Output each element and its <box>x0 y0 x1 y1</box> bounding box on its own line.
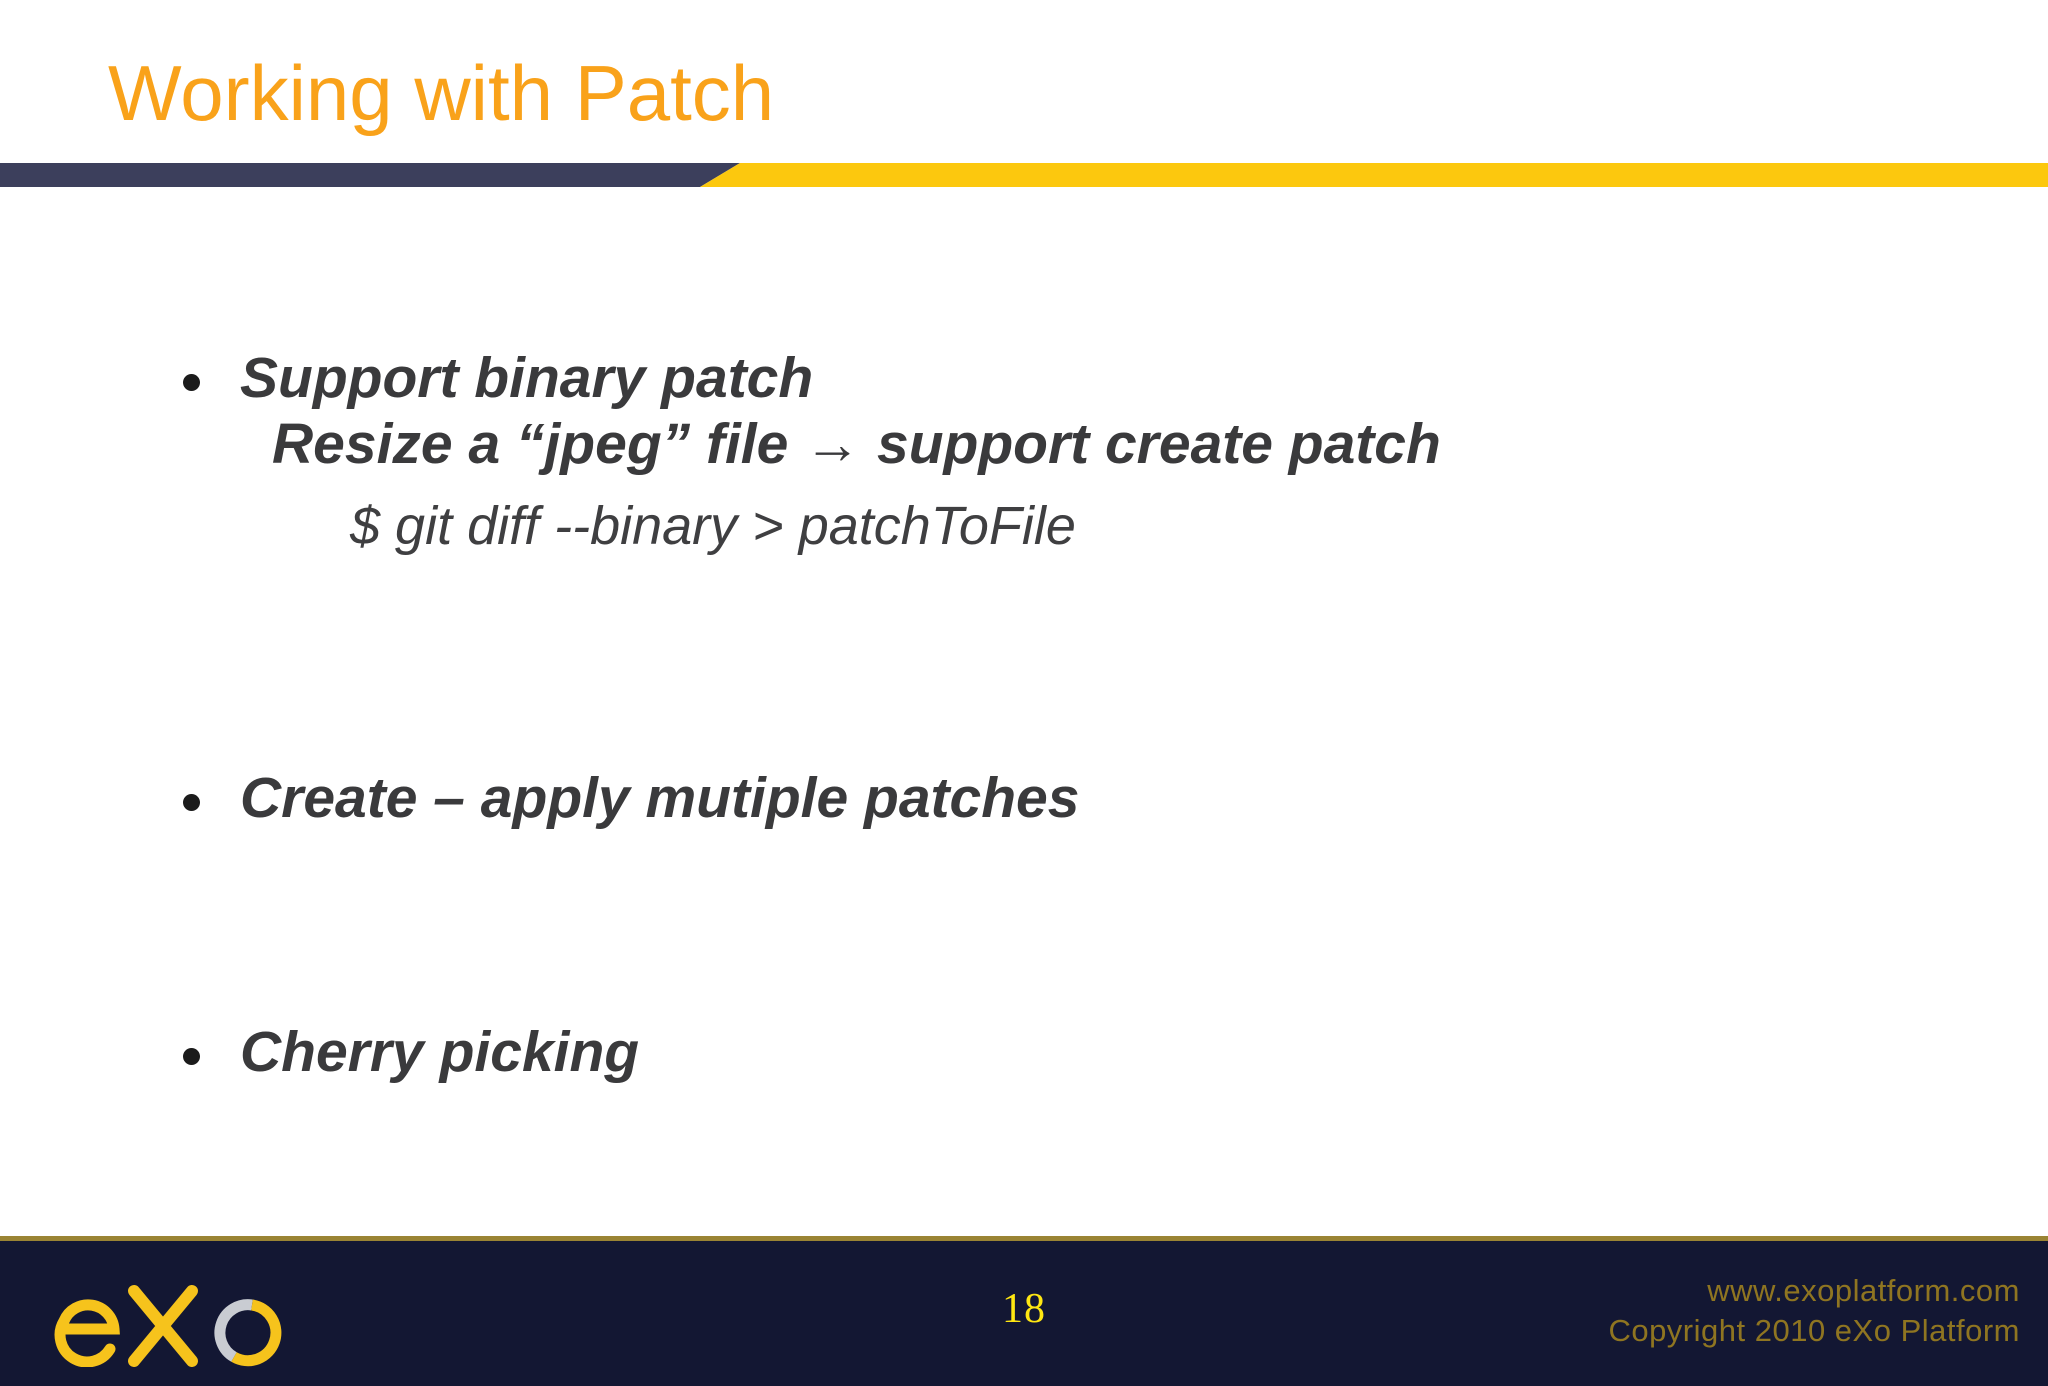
page-number: 18 <box>1002 1286 1046 1332</box>
logo-letter-x <box>128 1285 198 1367</box>
sub-bullet-line: Resize a “jpeg” file → support create pa… <box>272 412 1441 476</box>
exo-logo <box>52 1271 302 1367</box>
bullet-item: Create – apply mutiple patches <box>183 766 1079 832</box>
bullet-dot-icon <box>183 1048 200 1065</box>
bullet-item-label: Support binary patch <box>240 346 814 410</box>
command-line: $ git diff --binary > patchToFile <box>350 496 1076 556</box>
bullet-dot-icon <box>183 794 200 811</box>
website-link[interactable]: www.exoplatform.com <box>1707 1273 2020 1308</box>
divider-navy-segment <box>0 163 740 187</box>
slide-footer: 18 www.exoplatform.com Copyright 2010 eX… <box>0 1236 2048 1386</box>
header-divider <box>0 163 2048 187</box>
page-title: Working with Patch <box>108 49 775 137</box>
bullet-item-label: Cherry picking <box>240 1020 640 1084</box>
bullet-item: Support binary patch <box>183 346 813 412</box>
bullet-item: Cherry picking <box>183 1020 639 1086</box>
bullet-dot-icon <box>183 374 200 391</box>
logo-letter-o-yellow-arc <box>231 1299 282 1367</box>
footer-meta: www.exoplatform.com Copyright 2010 eXo P… <box>1608 1271 2020 1352</box>
slide-body: Support binary patch Resize a “jpeg” fil… <box>0 200 2048 1230</box>
header-divider-shape <box>0 163 2048 187</box>
copyright-text: Copyright 2010 eXo Platform <box>1608 1313 2020 1349</box>
bullet-item-label: Create – apply mutiple patches <box>240 766 1080 830</box>
exo-logo-mark <box>54 1285 282 1367</box>
logo-letter-o-gray-arc <box>214 1299 253 1362</box>
divider-yellow-segment <box>700 163 2048 187</box>
logo-letter-e <box>54 1299 120 1367</box>
